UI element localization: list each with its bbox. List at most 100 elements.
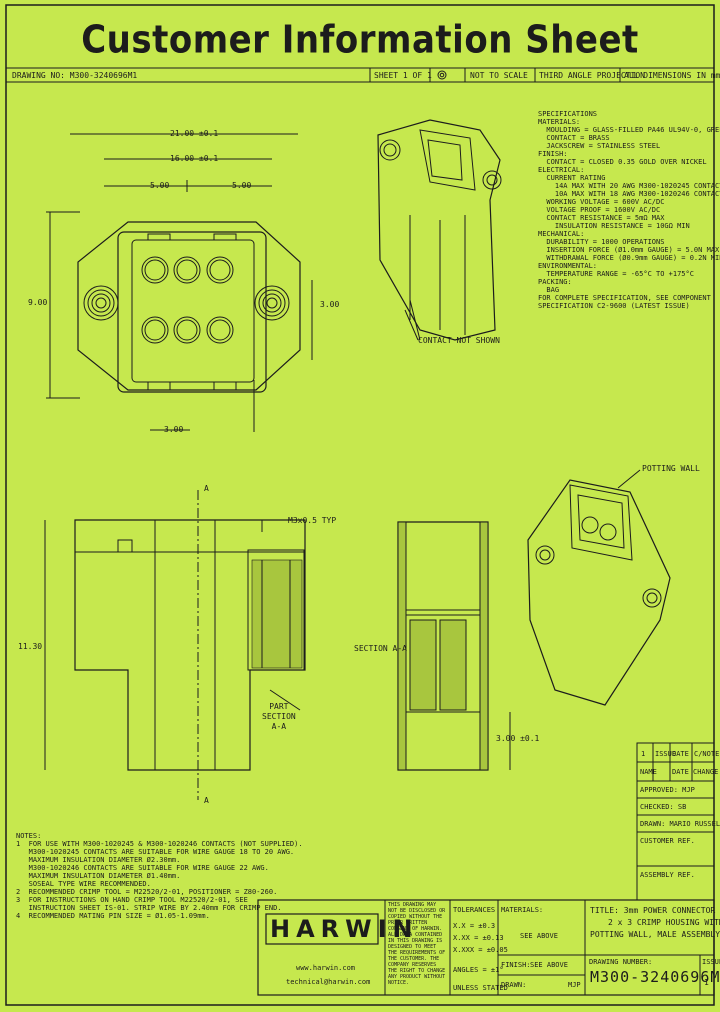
rev-row2-name: NAME xyxy=(640,768,657,776)
rev-row2-date: DATE xyxy=(672,768,689,776)
tolerance-line: ANGLES = ±1° xyxy=(453,966,504,974)
rev-header-cnote: C/NOTE xyxy=(694,750,720,758)
header-dimensions: ALL DIMENSIONS IN mm xyxy=(624,71,720,80)
outer-frame xyxy=(5,4,715,1006)
spec-line: BAG xyxy=(538,286,560,294)
spec-line: DURABILITY = 1000 OPERATIONS xyxy=(538,238,665,246)
rev-checked: CHECKED: SB xyxy=(640,803,687,811)
tolerance-line: UNLESS STATED xyxy=(453,984,508,992)
drawing-number-label: DRAWING NUMBER: xyxy=(589,958,653,966)
tolerance-line: X.XX = ±0.13 xyxy=(453,934,504,942)
dim-pitch-vertical: 3.00 xyxy=(320,300,340,309)
dim-pitch-right: 5.00 xyxy=(232,181,252,190)
header-drawing-no: DRAWING NO: M300-3240696M1 xyxy=(12,71,138,80)
materials-label: MATERIALS: xyxy=(501,906,544,914)
title-block-lines xyxy=(257,899,715,996)
note-line: 3 FOR INSTRUCTIONS ON HAND CRIMP TOOL M2… xyxy=(16,896,248,904)
note-line: MAXIMUM INSULATION DIAMETER Ø2.30mm. xyxy=(16,856,181,864)
harwin-web: www.harwin.com xyxy=(296,964,356,972)
rev-header-date: DATE xyxy=(672,750,689,758)
dim-offset: 3.00 xyxy=(164,425,184,434)
note-line: 2 RECOMMENDED CRIMP TOOL = M22520/2-01, … xyxy=(16,888,278,896)
spec-line: PACKING: xyxy=(538,278,572,286)
spec-line: ENVIRONMENTAL: xyxy=(538,262,598,270)
label-potting-wall: POTTING WALL xyxy=(642,464,700,473)
spec-line: 14A MAX WITH 20 AWG M300-1020245 CONTACT… xyxy=(538,182,720,190)
finish-label: FINISH: xyxy=(501,961,531,969)
label-contact-not-shown: CONTACT NOT SHOWN xyxy=(418,336,500,345)
section-marker-top: A xyxy=(204,484,209,493)
spec-line: ELECTRICAL: xyxy=(538,166,585,174)
spec-line: FOR COMPLETE SPECIFICATION, SEE COMPONEN… xyxy=(538,294,711,302)
spec-line: MECHANICAL: xyxy=(538,230,585,238)
tolerances-title: TOLERANCES xyxy=(453,906,496,914)
title-line: TITLE: 3mm POWER CONNECTOR xyxy=(590,906,716,915)
side-view xyxy=(44,490,306,800)
note-line: NOTES: xyxy=(16,832,42,840)
rev-drawn: DRAWN: MARIO RUSSELL xyxy=(640,820,720,828)
iso-view-bottom xyxy=(527,469,671,706)
tolerance-line: X.XXX = ±0.05 xyxy=(453,946,508,954)
spec-line: CONTACT = BRASS xyxy=(538,134,610,142)
header-scale: NOT TO SCALE xyxy=(470,71,528,80)
spec-line: TEMPERATURE RANGE = -65°C TO +175°C xyxy=(538,270,694,278)
spec-line: INSULATION RESISTANCE = 10GΩ MIN xyxy=(538,222,690,230)
dim-body-width: 16.00 ±0.1 xyxy=(170,154,219,163)
note-line: MAXIMUM INSULATION DIAMETER Ø1.40mm. xyxy=(16,872,181,880)
top-view xyxy=(46,133,313,432)
specifications-block: SPECIFICATIONS MATERIALS: MOULDING = GLA… xyxy=(538,110,720,310)
note-line: M300-1020245 CONTACTS ARE SUITABLE FOR W… xyxy=(16,848,295,856)
spec-line: JACKSCREW = STAINLESS STEEL xyxy=(538,142,661,150)
spec-line: INSERTION FORCE (Ø1.0mm GAUGE) = 5.0N MA… xyxy=(538,246,720,254)
spec-line: CONTACT = CLOSED 0.35 GOLD OVER NICKEL xyxy=(538,158,707,166)
tolerance-line: X.X = ±0.3 xyxy=(453,922,496,930)
label-section-aa: SECTION A-A xyxy=(354,644,407,653)
rev-customer: CUSTOMER REF. xyxy=(640,837,695,845)
spec-line: CONTACT RESISTANCE = 5mΩ MAX xyxy=(538,214,665,222)
harwin-logo: HARWIN xyxy=(270,915,419,943)
spec-line: MATERIALS: xyxy=(538,118,581,126)
note-line: M300-1020246 CONTACTS ARE SUITABLE FOR W… xyxy=(16,864,269,872)
drawn-label: DRAWN: xyxy=(501,981,527,989)
notes-block: NOTES: 1 FOR USE WITH M300-1020245 & M30… xyxy=(16,832,303,920)
spec-line: VOLTAGE PROOF = 1600V AC/DC xyxy=(538,206,661,214)
drawn-value: MJP xyxy=(568,981,581,989)
dim-gap: 3.00 ±0.1 xyxy=(496,734,540,743)
spec-line: MOULDING = GLASS-FILLED PA46 UL94V-0, GR… xyxy=(538,126,720,134)
spec-line: CURRENT RATING xyxy=(538,174,606,182)
spec-line: SPECIFICATION C2-9600 (LATEST ISSUE) xyxy=(538,302,690,310)
section-marker-bottom: A xyxy=(204,796,209,805)
materials-value: SEE ABOVE xyxy=(520,932,558,940)
section-view xyxy=(397,521,511,771)
title-line: POTTING WALL, MALE ASSEMBLY xyxy=(590,930,720,939)
harwin-email: technical@harwin.com xyxy=(286,978,371,986)
disclaimer: THIS DRAWING MAY NOT BE DISCLOSED OR COP… xyxy=(388,902,446,986)
issue-value: 1 xyxy=(704,978,709,987)
iso-view-top xyxy=(377,119,502,341)
rev-header-issue: ISSUE xyxy=(655,750,677,758)
dim-overall-width: 21.00 ±0.1 xyxy=(170,129,219,138)
dim-height: 9.00 xyxy=(28,298,48,307)
note-line: 1 FOR USE WITH M300-1020245 & M300-10202… xyxy=(16,840,303,848)
finish-value: SEE ABOVE xyxy=(530,961,568,969)
page-title: Customer Information Sheet xyxy=(81,17,639,63)
issue-label: ISSUE xyxy=(702,958,720,966)
header-projection: THIRD ANGLE PROJECTION xyxy=(539,71,645,80)
note-line: SOSEAL TYPE WIRE RECOMMENDED. xyxy=(16,880,151,888)
label-thread: M3x0.5 TYP xyxy=(288,516,337,525)
rev-row2-change: CHANGE xyxy=(693,768,719,776)
label-part-section: PART SECTION A-A xyxy=(262,702,296,731)
spec-line: 10A MAX WITH 18 AWG M300-1020246 CONTACT… xyxy=(538,190,720,198)
rev-row1-issue: 1 xyxy=(641,750,646,758)
rev-approved: APPROVED: MJP xyxy=(640,786,695,794)
revision-table-lines xyxy=(636,742,715,900)
spec-line: WITHDRAWAL FORCE (Ø0.9mm GAUGE) = 0.2N M… xyxy=(538,254,720,262)
dim-pitch-left: 5.00 xyxy=(150,181,170,190)
drawing-number: M300-3240696M1 xyxy=(590,968,720,986)
rev-assembly: ASSEMBLY REF. xyxy=(640,871,695,879)
note-line: 4 RECOMMENDED MATING PIN SIZE = Ø1.05-1.… xyxy=(16,912,210,920)
dim-side-height: 11.30 xyxy=(18,642,43,651)
spec-line: FINISH: xyxy=(538,150,568,158)
